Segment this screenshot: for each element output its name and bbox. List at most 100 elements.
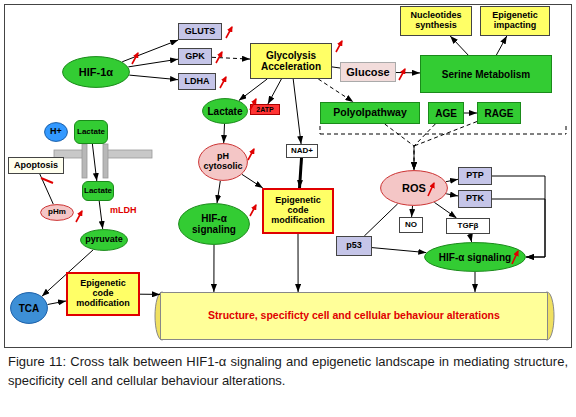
node-text: TGFβ: [458, 222, 479, 231]
gene-box: GPK: [178, 48, 212, 65]
ellipse-shape: [45, 123, 68, 142]
node-text: NAD+: [291, 147, 313, 156]
connector-arrow: [99, 201, 103, 229]
node-text: Lactate: [84, 187, 112, 196]
outcome-band: Structure, specificty cell and cellular …: [160, 292, 548, 340]
node-text: Glucose: [346, 66, 389, 78]
connector-arrow: [446, 194, 458, 196]
signaling-ellipse: HIF-α signaling: [178, 203, 250, 245]
connector-arrow: [217, 181, 220, 203]
node-text: PTK: [466, 194, 484, 204]
node-text: RAGE: [485, 108, 514, 119]
connector-arrow: [213, 245, 214, 292]
ph-ellipse: pHm: [40, 204, 74, 221]
process-box: Glycolysis Acceleration: [250, 43, 332, 79]
connector-arrow: [364, 204, 397, 236]
increase-arrow: [76, 211, 82, 222]
connector-arrow: [128, 59, 178, 67]
node-text: Nucleotides synthesis: [403, 11, 469, 31]
connector-arrow: [396, 72, 420, 73]
cycle-circle: TCA: [10, 292, 48, 324]
ellipse-shape: [203, 99, 248, 124]
ros-ellipse: ROS: [380, 170, 448, 206]
node-text: Glycolysis Acceleration: [253, 50, 329, 72]
pathway-box: AGE: [428, 102, 464, 124]
kinase-box: PTK: [458, 190, 492, 208]
connector-arrow: [140, 294, 160, 295]
connector-arrow: [48, 301, 67, 305]
connector-arrow: [411, 206, 413, 217]
ellipse-shape: [41, 205, 74, 221]
node-text: AGE: [435, 108, 457, 119]
kinase-box: PTP: [458, 167, 492, 185]
node-text: HIF-α signaling: [439, 252, 511, 263]
node-text: GLUTS: [185, 27, 216, 37]
pathway-box: Serine Metabolism: [420, 55, 552, 93]
node-text: Epigenetic impacting: [483, 11, 547, 31]
node-text: ROS: [402, 182, 426, 194]
signaling-ellipse: HIF-α signaling: [424, 242, 526, 272]
connector-arrow: [446, 179, 458, 181]
node-text: pH cytosolic: [198, 152, 248, 172]
increase-arrow: [226, 27, 232, 38]
connector-arrow: [414, 124, 435, 170]
node-text: PTP: [466, 171, 484, 181]
ellipse-shape: [63, 57, 130, 88]
node-text: NO: [405, 221, 417, 230]
node-text: Lactate: [77, 128, 105, 137]
increase-arrow: [132, 53, 138, 64]
connector-arrow: [464, 113, 477, 114]
increase-arrow: [336, 41, 342, 52]
molecule-box: TGFβ: [446, 218, 490, 234]
connector-arrow: [242, 174, 263, 188]
node-text: Serine Metabolism: [442, 69, 530, 80]
gene-box: GLUTS: [178, 23, 222, 40]
connector-arrow: [470, 234, 472, 242]
annotation-label: mLDH: [110, 205, 137, 215]
figure-caption: Figure 11: Cross talk between HIF1-α sig…: [8, 352, 568, 390]
increase-arrow: [220, 77, 226, 88]
increase-arrow: [512, 251, 518, 264]
molecule-box: NO: [399, 217, 423, 233]
cofactor-box: NAD+: [286, 144, 318, 158]
metabolite-box: Lactate: [74, 120, 108, 144]
node-text: GPK: [185, 52, 205, 62]
process-box: Nucleotides synthesis: [400, 6, 472, 36]
connector-arrow: [293, 79, 301, 144]
connector-arrow: [223, 124, 225, 143]
protein-box: p53: [336, 236, 372, 256]
ellipse-shape: [81, 230, 128, 251]
node-text: p53: [346, 241, 362, 251]
channel-wall: [82, 144, 87, 178]
pathway-box: Polyolpathway: [320, 102, 420, 124]
ellipse-shape: [381, 171, 448, 206]
metabolite-box: Glucose: [340, 62, 396, 82]
connector-arrow: [92, 144, 96, 181]
connector-arrow: [239, 79, 267, 101]
metabolite-ellipse: Lactate: [202, 98, 248, 124]
node-text: Apoptosis: [14, 161, 58, 171]
ellipse-shape: [199, 144, 248, 181]
metabolite-ellipse: pyruvate: [80, 229, 128, 251]
connector-arrow: [475, 272, 476, 292]
atp-box: 2ATP: [250, 104, 280, 115]
increase-arrow: [248, 149, 254, 160]
node-text: HIF-1α: [79, 66, 113, 78]
increase-arrow: [216, 52, 222, 63]
dashed-bracket: [566, 126, 567, 134]
ellipse-shape: [425, 243, 526, 272]
connector-arrow: [40, 174, 54, 204]
connector-arrow: [496, 36, 506, 55]
ion-ellipse: H+: [44, 122, 68, 142]
increase-arrow: [428, 183, 434, 196]
node-text: Structure, specificty cell and cellular …: [208, 310, 500, 322]
connector-arrow: [385, 124, 414, 170]
node-text: pHm: [48, 208, 66, 217]
gene-box: LDHA: [178, 73, 216, 90]
node-text: pyruvate: [85, 235, 123, 245]
connector-arrow: [300, 158, 302, 188]
channel-wall: [103, 144, 108, 178]
node-text: Epigenetic code modification: [70, 279, 136, 309]
